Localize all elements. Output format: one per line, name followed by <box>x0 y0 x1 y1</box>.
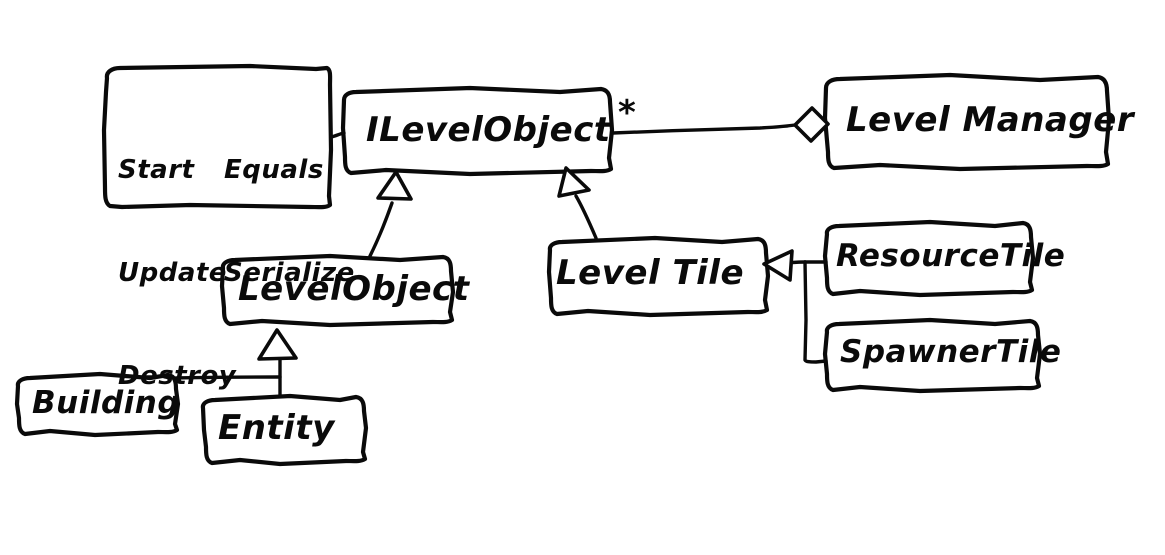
aggregation-diamond <box>793 106 830 143</box>
resourcetile-box[interactable] <box>822 219 1036 298</box>
edge-note-to-interface <box>329 131 346 139</box>
inheritance-triangle-leveltile <box>557 166 591 198</box>
inheritance-triangle-levelobject <box>376 170 413 201</box>
building-box[interactable] <box>14 371 181 438</box>
edge-building-branch <box>174 375 282 380</box>
edge-leveltile-to-interface <box>574 194 598 240</box>
edge-levelobject-to-interface <box>368 201 394 258</box>
edge-interface-to-manager <box>611 123 797 135</box>
ilevelobject-box[interactable] <box>340 85 615 177</box>
inheritance-triangle-levelobject-bottom <box>257 328 298 361</box>
methods-note-box[interactable] <box>101 63 334 210</box>
edge-tiles-trunk <box>803 260 828 364</box>
entity-box[interactable] <box>200 393 369 467</box>
inheritance-triangle-leveltile-right <box>762 249 794 282</box>
spawnertile-box[interactable] <box>822 317 1043 394</box>
leveltile-box[interactable] <box>546 235 771 318</box>
levelmanager-box[interactable] <box>822 72 1112 172</box>
levelobject-box[interactable] <box>219 253 456 328</box>
